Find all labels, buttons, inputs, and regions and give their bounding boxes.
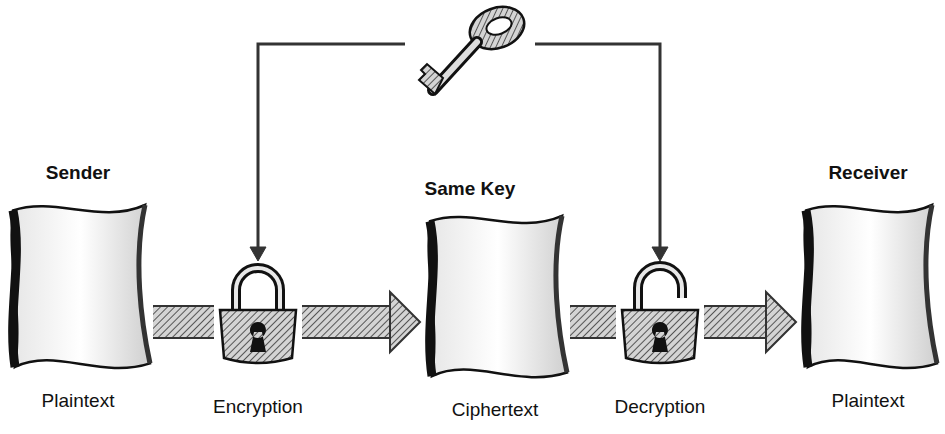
lock-shackle bbox=[638, 266, 682, 312]
arrow-shaft bbox=[302, 307, 392, 337]
arrow-head bbox=[766, 292, 796, 352]
key-node: Same Key bbox=[405, 2, 535, 200]
node-shape bbox=[420, 207, 570, 385]
node-heading: Receiver bbox=[828, 162, 907, 184]
node-shape bbox=[616, 262, 704, 364]
padlock-icon bbox=[616, 262, 704, 364]
key-hole bbox=[484, 14, 514, 38]
arrow-shaft-outline bbox=[570, 305, 616, 339]
document-icon bbox=[3, 196, 153, 376]
document-curl bbox=[926, 205, 937, 363]
arrow-head bbox=[250, 247, 266, 261]
flow-arrow bbox=[570, 322, 616, 323]
document-sheet bbox=[12, 205, 150, 368]
arrow-shaft-outline bbox=[153, 305, 214, 339]
document-node: ReceiverPlaintext bbox=[796, 162, 940, 412]
lock-shackle bbox=[236, 268, 280, 312]
document-curl bbox=[139, 205, 150, 363]
document-edge bbox=[13, 210, 17, 367]
node-shape bbox=[214, 262, 302, 364]
document-icon bbox=[796, 196, 940, 376]
lock-body bbox=[622, 310, 698, 363]
arrow-shaft bbox=[704, 307, 768, 337]
node-label: Plaintext bbox=[832, 390, 905, 412]
arrow-head bbox=[390, 292, 420, 352]
arrow-line bbox=[258, 44, 405, 249]
document-node: SenderPlaintext bbox=[3, 162, 153, 412]
lock-node: Encryption bbox=[211, 262, 305, 418]
lock-shackle-shine bbox=[638, 266, 682, 312]
node-label: Encryption bbox=[213, 396, 303, 418]
key-arrow bbox=[250, 44, 405, 261]
node-label: Plaintext bbox=[42, 390, 115, 412]
lock-keyhole bbox=[250, 322, 266, 352]
node-shape bbox=[3, 196, 153, 376]
lock-shackle-shine bbox=[236, 268, 280, 312]
node-shape bbox=[405, 2, 535, 102]
arrow-shaft bbox=[153, 307, 214, 337]
flow-arrow bbox=[153, 322, 214, 323]
node-shape bbox=[796, 196, 940, 376]
node-label: Ciphertext bbox=[452, 399, 539, 421]
key-bit bbox=[419, 64, 443, 94]
arrow-head bbox=[652, 247, 668, 261]
flow-arrow bbox=[704, 292, 796, 352]
document-curl bbox=[556, 216, 567, 373]
document-edge bbox=[806, 210, 810, 367]
key-icon bbox=[405, 2, 535, 102]
document-edge bbox=[430, 221, 434, 376]
document-sheet bbox=[805, 205, 937, 368]
lock-body bbox=[220, 310, 296, 363]
arrow-shaft-outline bbox=[302, 305, 392, 339]
document-node: Ciphertext bbox=[420, 207, 570, 421]
node-label: Same Key bbox=[425, 178, 516, 200]
padlock-icon bbox=[214, 262, 302, 364]
arrow-shaft bbox=[570, 307, 616, 337]
arrow-shaft-outline bbox=[704, 305, 768, 339]
lock-keyhole bbox=[652, 322, 668, 352]
document-icon bbox=[420, 207, 570, 385]
document-sheet bbox=[429, 216, 567, 377]
node-heading: Sender bbox=[46, 162, 110, 184]
node-label: Decryption bbox=[615, 396, 706, 418]
lock-node: Decryption bbox=[613, 262, 708, 418]
flow-arrow bbox=[302, 292, 420, 352]
